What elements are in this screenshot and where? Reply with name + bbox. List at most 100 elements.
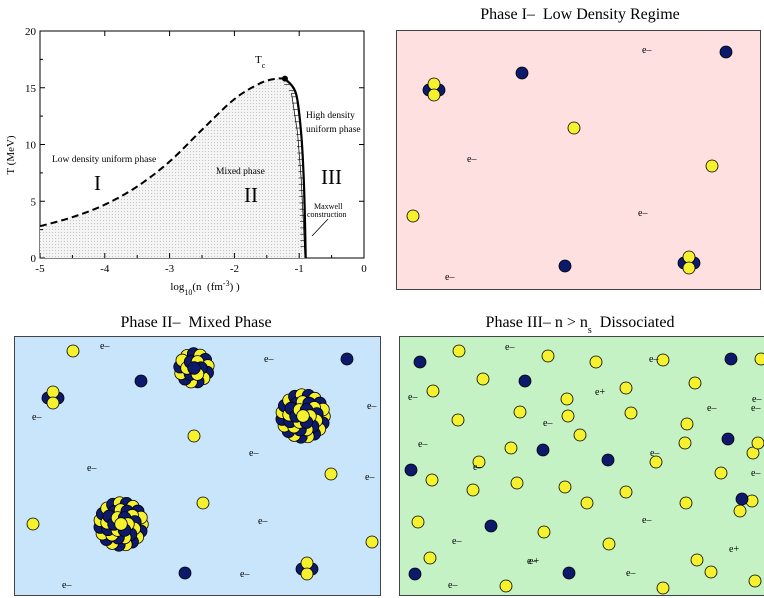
- heavy-nucleus: [173, 347, 215, 389]
- svg-text:Phase II– Mixed Phase: Phase II– Mixed Phase: [120, 314, 271, 331]
- proton: [580, 496, 594, 510]
- proton: [504, 441, 518, 455]
- x-axis-label: log10(n (fm-3) ): [170, 279, 240, 297]
- neutron: [178, 566, 192, 580]
- proton: [649, 455, 663, 469]
- electron-label: e–: [264, 354, 274, 365]
- electron-label: e–: [752, 394, 762, 405]
- proton: [466, 483, 480, 497]
- electron-label: e–: [365, 472, 375, 483]
- proton: [537, 525, 551, 539]
- neutron: [558, 259, 572, 273]
- proton: [589, 355, 603, 369]
- proton: [411, 515, 425, 529]
- phase-3-background: [399, 336, 764, 596]
- electron-label: e–: [408, 392, 418, 403]
- proton: [754, 352, 764, 366]
- proton: [680, 417, 694, 431]
- proton: [714, 466, 728, 480]
- electron-label: e–: [751, 403, 761, 414]
- svg-text:Phase I– Low Density Regime: Phase I– Low Density Regime: [480, 6, 680, 23]
- proton: [46, 385, 60, 399]
- y-tick-label: 0: [31, 253, 37, 265]
- y-axis-label: T (MeV): [5, 135, 17, 175]
- phase-3-title: Phase III– n > ns Dissociated: [398, 306, 762, 336]
- x-tick-label: -4: [100, 263, 110, 275]
- proton: [682, 250, 696, 264]
- phase-1-title: Phase I– Low Density Regime: [398, 0, 762, 24]
- neutron: [515, 66, 529, 80]
- x-tick-label: -5: [35, 263, 45, 275]
- proton: [558, 480, 572, 494]
- electron-label: e–: [249, 448, 259, 459]
- region-2-description: Mixed phase: [216, 167, 265, 177]
- proton: [513, 405, 527, 419]
- neutron: [134, 374, 148, 388]
- proton: [656, 353, 670, 367]
- proton: [560, 392, 574, 406]
- proton: [624, 406, 638, 420]
- electron-label: e–: [642, 45, 652, 56]
- high-density-boundary-line: [284, 77, 307, 259]
- region-3-description-line2: uniform phase: [306, 124, 361, 135]
- electron-label: e–: [87, 463, 97, 474]
- electron-label: e–: [32, 412, 42, 423]
- electron-label: e–: [650, 448, 660, 459]
- neutron: [536, 443, 550, 457]
- neutron: [719, 45, 733, 59]
- proton: [427, 77, 441, 91]
- proton: [406, 209, 420, 223]
- electron-label: e–: [448, 580, 458, 591]
- neutron: [735, 492, 749, 506]
- y-tick-label: 10: [25, 140, 37, 152]
- proton: [426, 384, 440, 398]
- neutron: [296, 409, 310, 423]
- electron-label: e–: [100, 341, 110, 352]
- proton: [690, 553, 704, 567]
- x-tick-label: 0: [361, 263, 367, 275]
- electron-label: e–: [638, 208, 648, 219]
- proton: [573, 428, 587, 442]
- proton: [746, 446, 760, 460]
- proton: [561, 409, 575, 423]
- heavy-nucleus: [275, 388, 331, 444]
- electron-label: e–: [240, 569, 250, 580]
- region-1-description: Low density uniform phase: [52, 154, 156, 165]
- electron-label: e–: [367, 401, 377, 412]
- proton: [704, 565, 718, 579]
- proton: [187, 361, 201, 375]
- neutron: [340, 352, 354, 366]
- proton: [619, 381, 633, 395]
- electron-label: e–: [543, 418, 553, 429]
- proton: [748, 574, 762, 588]
- electron-label: e–: [258, 516, 268, 527]
- neutron: [562, 566, 576, 580]
- neutron: [408, 567, 422, 581]
- y-tick-label: 20: [25, 26, 37, 38]
- proton: [510, 476, 524, 490]
- electron-label: e–: [649, 354, 659, 365]
- y-tick-label: 15: [25, 83, 37, 95]
- proton: [427, 88, 441, 102]
- mixed-phase-region: [40, 78, 306, 258]
- proton: [682, 261, 696, 275]
- x-tick-label: -1: [295, 263, 304, 275]
- proton: [26, 517, 40, 531]
- region-3-label: III: [321, 165, 342, 189]
- electron-label: e–: [527, 556, 537, 567]
- neutron: [484, 519, 498, 533]
- maxwell-label-line1: Maxwell: [314, 202, 343, 211]
- proton: [187, 429, 201, 443]
- electron-label: e–: [445, 272, 455, 283]
- proton: [751, 436, 764, 450]
- heavy-nucleus: [93, 496, 149, 552]
- proton: [678, 436, 692, 450]
- proton: [602, 537, 616, 551]
- proton: [619, 485, 633, 499]
- critical-point-marker: [281, 75, 288, 82]
- neutron: [601, 453, 615, 467]
- maxwell-pointer: [311, 218, 329, 237]
- neutron: [114, 517, 128, 531]
- proton: [499, 579, 513, 593]
